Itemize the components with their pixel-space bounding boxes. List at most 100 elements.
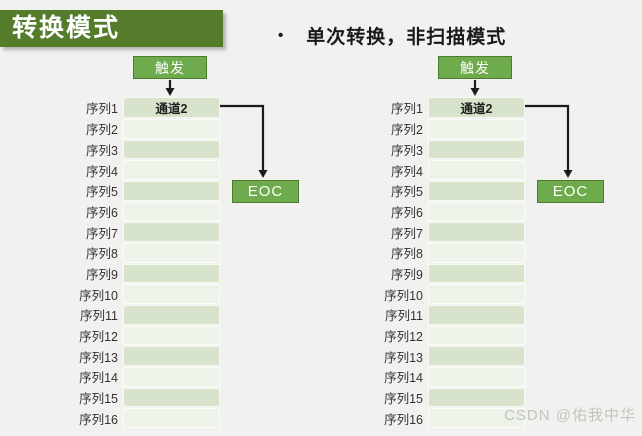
page-title: 转换模式 (0, 10, 223, 47)
sequence-label: 序列16 (384, 412, 423, 427)
sequence-label: 序列7 (86, 226, 118, 241)
sequence-cell (428, 304, 525, 325)
sequence-row: 序列14 (60, 366, 280, 387)
sequence-label: 序列12 (79, 329, 118, 344)
channel-cell: 通道2 (428, 97, 525, 118)
sequence-row: 序列5 (60, 180, 280, 201)
sequence-cell (428, 201, 525, 222)
sequence-cell (123, 387, 220, 408)
channel-cell: 通道2 (123, 97, 220, 118)
sequence-row: 序列6 (60, 201, 280, 222)
sequence-label: 序列8 (86, 247, 118, 262)
sequence-row: 序列7 (365, 222, 585, 242)
sequence-row: 序列12 (60, 325, 280, 346)
sequence-cell (123, 304, 220, 325)
sequence-label: 序列4 (86, 164, 118, 179)
sequence-row: 序列9 (365, 263, 585, 284)
trigger-label: 触发 (460, 59, 490, 76)
sequence-label: 序列2 (86, 123, 118, 138)
sequence-row: 序列10 (365, 284, 585, 304)
sequence-label: 序列11 (385, 309, 423, 324)
trigger-box: 触发 (438, 56, 512, 79)
sequence-row: 序列11 (60, 304, 280, 325)
sequence-cell (428, 160, 525, 180)
sequence-label: 序列13 (79, 350, 118, 365)
sequence-cell (123, 222, 220, 242)
sequence-cell (428, 119, 525, 139)
sequence-row: 序列3 (60, 139, 280, 160)
sequence-row: 序列7 (60, 222, 280, 242)
bullet-text: 单次转换，非扫描模式 (306, 27, 507, 48)
page-title-text: 转换模式 (12, 14, 121, 42)
sequence-cell (428, 387, 525, 408)
sequence-label: 序列9 (391, 267, 423, 282)
sequence-cell (428, 284, 525, 304)
eoc-box: EOC (232, 180, 299, 203)
sequence-cell (123, 119, 220, 139)
sequence-row: 序列13 (60, 346, 280, 366)
sequence-cell (123, 139, 220, 160)
trigger-box: 触发 (133, 56, 207, 79)
sequence-row: 序列8 (60, 242, 280, 263)
sequence-row: 序列6 (365, 201, 585, 222)
sequence-label: 序列3 (86, 143, 118, 158)
sequence-cell (428, 242, 525, 263)
sequence-row: 序列16 (365, 408, 585, 428)
eoc-label: EOC (247, 183, 284, 200)
sequence-cell (123, 366, 220, 387)
sequence-label: 序列14 (79, 371, 118, 386)
sequence-cell (428, 180, 525, 201)
sequence-label: 序列9 (86, 267, 118, 282)
sequence-cell (428, 222, 525, 242)
sequence-cell (123, 284, 220, 304)
sequence-cell (428, 263, 525, 284)
sequence-label: 序列12 (384, 329, 423, 344)
sequence-row: 序列2 (60, 119, 280, 139)
sequence-label: 序列15 (384, 391, 423, 406)
sequence-label: 序列13 (384, 350, 423, 365)
sequence-row: 序列4 (365, 160, 585, 180)
sequence-label: 序列5 (86, 185, 118, 200)
sequence-cell (428, 139, 525, 160)
sequence-label: 序列10 (79, 288, 118, 303)
sequence-label: 序列14 (384, 371, 423, 386)
sequence-row: 序列5 (365, 180, 585, 201)
sequence-cell (123, 346, 220, 366)
sequence-row: 序列4 (60, 160, 280, 180)
sequence-row: 序列10 (60, 284, 280, 304)
sequence-row: 序列8 (365, 242, 585, 263)
eoc-label: EOC (552, 183, 589, 200)
sequence-cell (428, 325, 525, 346)
bullet-icon: • (278, 27, 285, 44)
sequence-row: 序列3 (365, 139, 585, 160)
eoc-box: EOC (537, 180, 604, 203)
sequence-label: 序列1 (86, 102, 118, 116)
sequence-table: 序列1 通道2 序列2 序列3 序列4 序列5 序列6 序列7 序列8 序列9 序列10 序列11 序列… (60, 97, 280, 428)
trigger-label: 触发 (155, 59, 185, 76)
sequence-cell (428, 408, 525, 428)
sequence-cell (428, 366, 525, 387)
sequence-label: 序列6 (391, 205, 423, 220)
sequence-cell (123, 180, 220, 201)
sequence-cell (123, 242, 220, 263)
sequence-label: 序列6 (86, 205, 118, 220)
sequence-row: 序列11 (365, 304, 585, 325)
sequence-cell (123, 201, 220, 222)
sequence-row: 序列2 (365, 119, 585, 139)
sequence-cell (123, 263, 220, 284)
sequence-row: 序列15 (365, 387, 585, 408)
sequence-label: 序列3 (391, 143, 423, 158)
sequence-row: 序列9 (60, 263, 280, 284)
bullet-heading: • 单次转换，非扫描模式 (278, 22, 506, 49)
sequence-label: 序列15 (79, 391, 118, 406)
sequence-cell (428, 346, 525, 366)
sequence-label: 序列11 (80, 309, 118, 324)
sequence-label: 序列2 (391, 123, 423, 138)
sequence-row: 序列1 通道2 (60, 97, 280, 118)
sequence-row: 序列16 (60, 408, 280, 428)
sequence-label: 序列7 (391, 226, 423, 241)
